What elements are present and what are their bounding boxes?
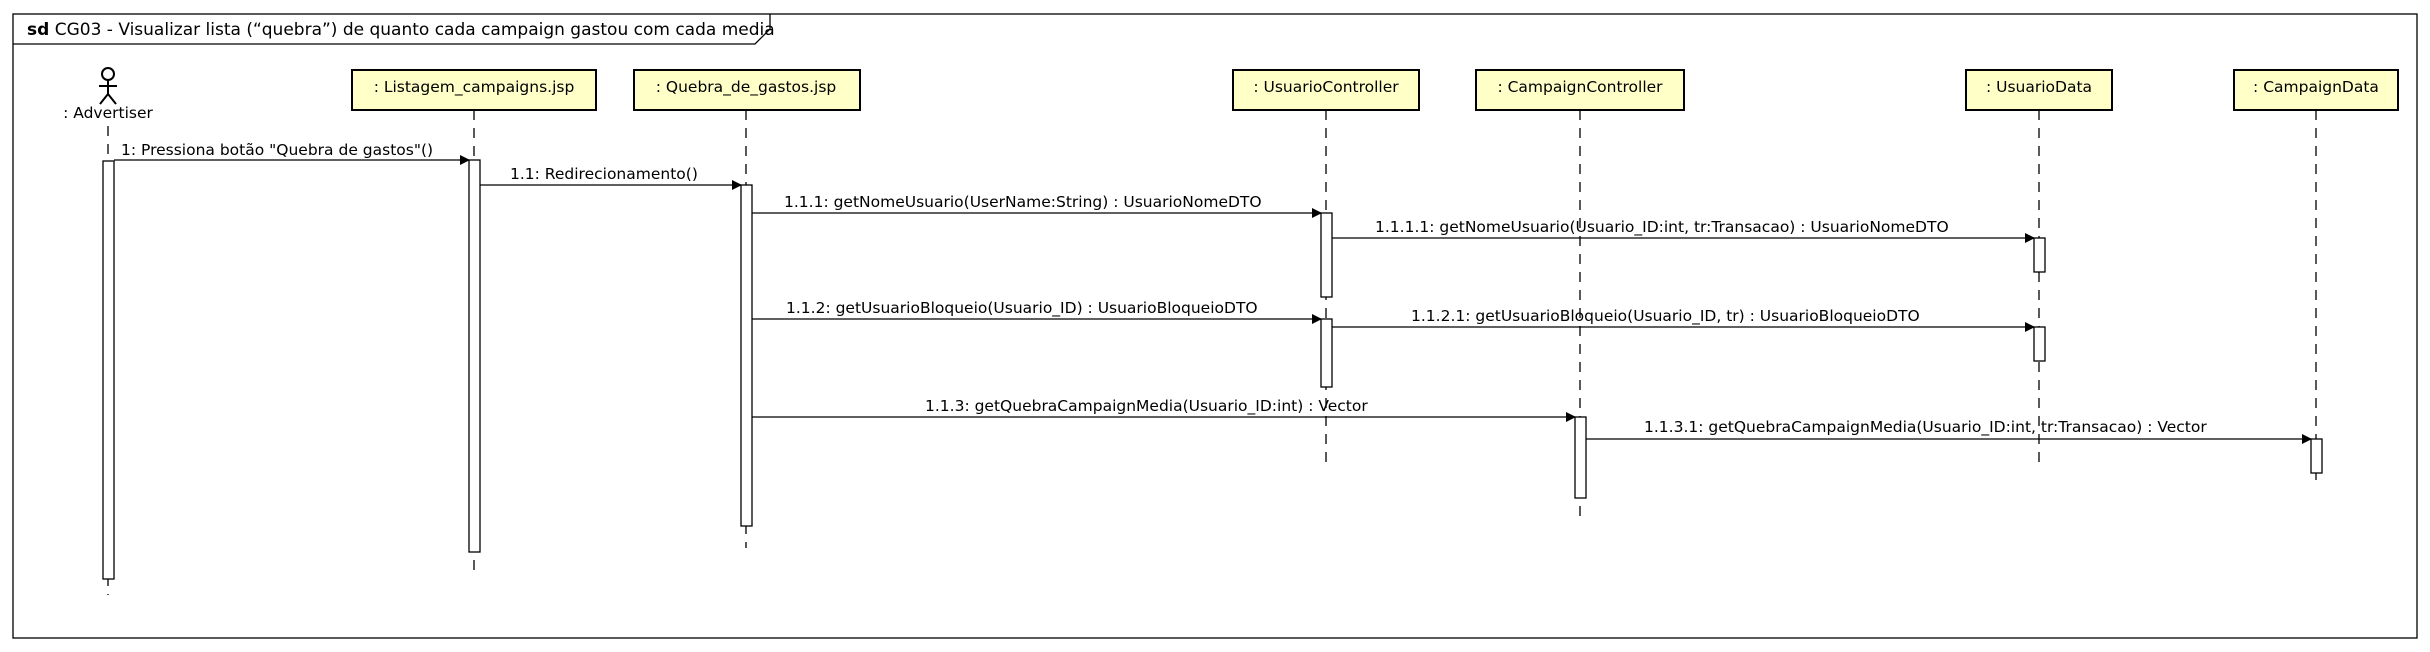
participant-label-usuario-data: : UsuarioData [1986,78,2092,96]
actor-advertiser: : Advertiser [63,67,154,595]
activation-usuario-controller-1 [1320,212,1333,298]
message-1-1-3-label: 1.1.3: getQuebraCampaignMedia(Usuario_ID… [925,397,1368,416]
participant-quebra: : Quebra_de_gastos.jsp [633,69,861,548]
message-1-1-3-1: 1.1.3.1: getQuebraCampaignMedia(Usuario_… [1586,418,2312,444]
frame-title: sd CG03 - Visualizar lista (“quebra”) de… [27,20,775,40]
message-1-1-3-1-label: 1.1.3.1: getQuebraCampaignMedia(Usuario_… [1644,418,2207,437]
actor-label: : Advertiser [63,104,153,122]
activation-campaign-controller [1574,416,1587,499]
message-1-1-1-1: 1.1.1.1: getNomeUsuario(Usuario_ID:int, … [1332,218,2035,243]
activation-usuario-data-1 [2033,237,2046,273]
message-1-1-label: 1.1: Redirecionamento() [510,165,698,183]
participant-label-campaign-controller: : CampaignController [1497,78,1663,96]
activation-quebra [740,184,753,527]
message-1-1-1-1-label: 1.1.1.1: getNomeUsuario(Usuario_ID:int, … [1375,218,1949,237]
message-1-1-1-label: 1.1.1: getNomeUsuario(UserName:String) :… [784,193,1262,211]
sd-frame: sd CG03 - Visualizar lista (“quebra”) de… [12,13,2418,639]
participant-box-campaign-controller [1475,69,1685,111]
participant-box-listagem [351,69,597,111]
participant-campaign-controller: : CampaignController [1475,69,1685,518]
message-1-1: 1.1: Redirecionamento() [480,165,742,190]
participant-box-quebra [633,69,861,111]
participant-label-usuario-controller: : UsuarioController [1253,78,1399,96]
participant-usuario-controller: : UsuarioController [1232,69,1420,470]
activation-usuario-data-2 [2033,326,2046,362]
message-1-1-2-1: 1.1.2.1: getUsuarioBloqueio(Usuario_ID, … [1332,307,2035,332]
participant-label-campaign-data: : CampaignData [2253,78,2379,96]
message-1-1-3: 1.1.3: getQuebraCampaignMedia(Usuario_ID… [752,397,1576,422]
participant-usuario-data: : UsuarioData [1965,69,2113,470]
participant-label-listagem: : Listagem_campaigns.jsp [374,78,575,97]
participant-box-usuario-controller [1232,69,1420,111]
participant-campaign-data: : CampaignData [2233,69,2399,486]
message-1: 1: Pressiona botão "Quebra de gastos"() [114,141,470,165]
message-1-1-1: 1.1.1: getNomeUsuario(UserName:String) :… [752,193,1322,218]
participant-box-usuario-data [1965,69,2113,111]
participant-box-campaign-data [2233,69,2399,111]
activation-campaign-data [2310,438,2323,474]
stick-figure-icon [99,67,117,105]
activation-advertiser [102,160,115,580]
message-1-1-2-label: 1.1.2: getUsuarioBloqueio(Usuario_ID) : … [786,299,1258,318]
participant-label-quebra: : Quebra_de_gastos.jsp [656,78,837,97]
message-1-1-2: 1.1.2: getUsuarioBloqueio(Usuario_ID) : … [752,299,1322,324]
activation-listagem [468,159,481,553]
activation-usuario-controller-2 [1320,318,1333,388]
message-1-label: 1: Pressiona botão "Quebra de gastos"() [121,141,433,159]
message-1-1-2-1-label: 1.1.2.1: getUsuarioBloqueio(Usuario_ID, … [1411,307,1920,326]
participant-listagem: : Listagem_campaigns.jsp [351,69,597,576]
